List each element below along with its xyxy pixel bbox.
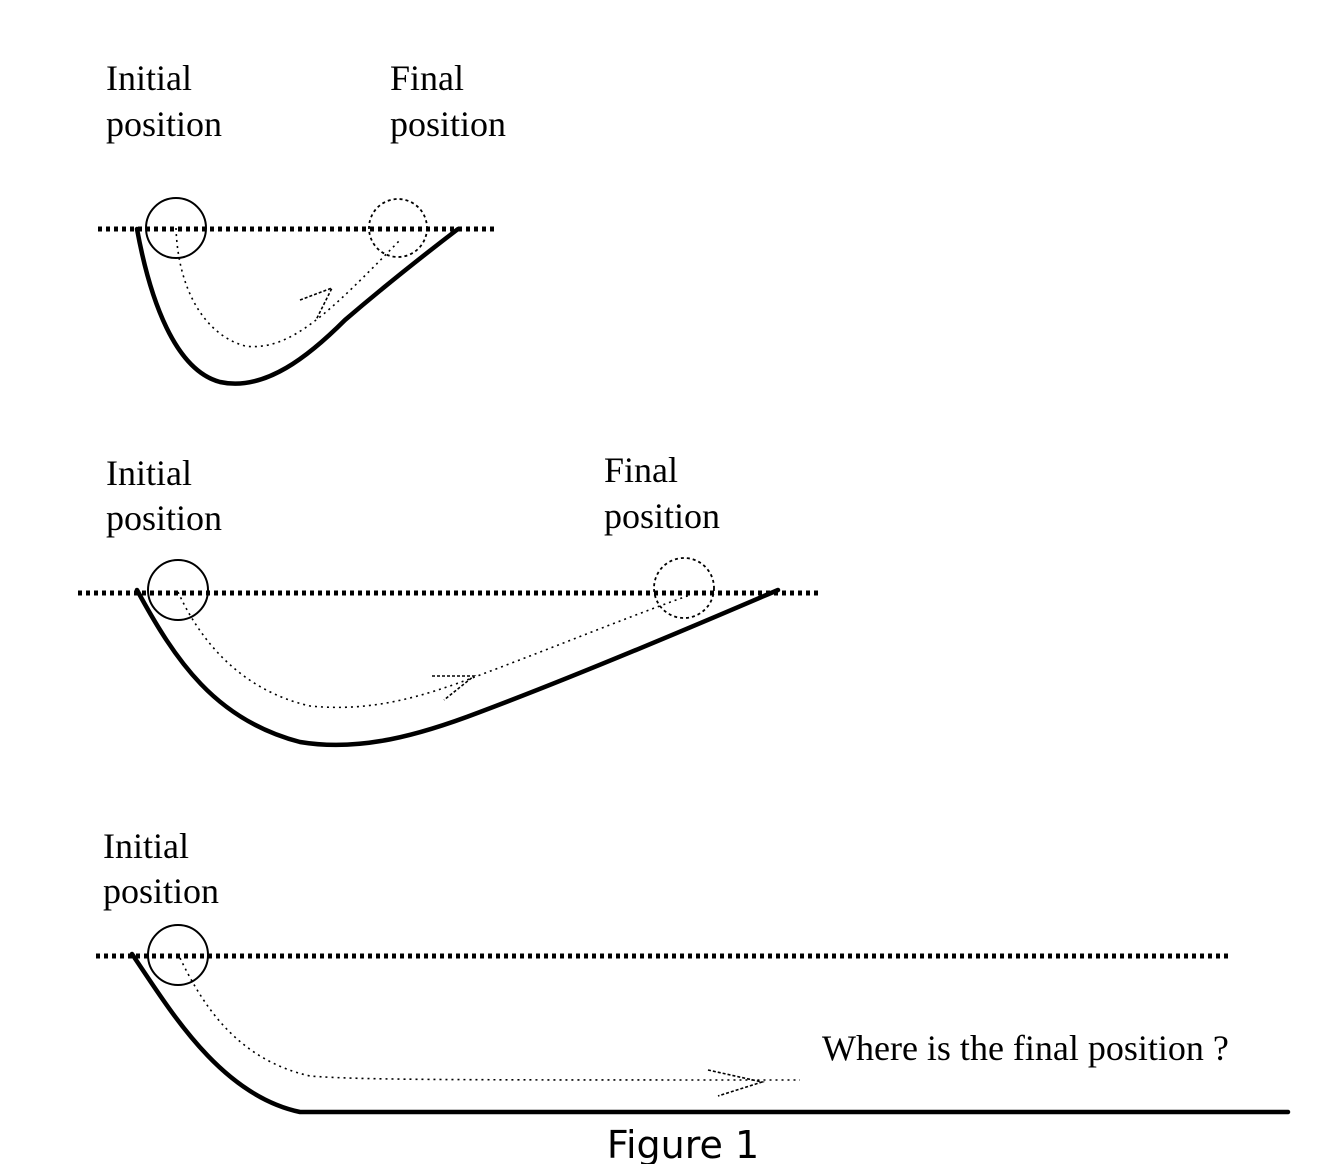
panel-2-initial-label-line-2: position xyxy=(106,498,222,538)
panel-1-final-ball xyxy=(368,198,428,258)
panel-1-final-label-line-1: Final xyxy=(390,58,464,98)
panel-3-initial-ball xyxy=(147,924,209,986)
panel-1-initial-label: Initial position xyxy=(106,58,222,144)
panel-2-final-label-line-2: position xyxy=(604,496,720,536)
panel-3-question-label: Where is the final position ? xyxy=(822,1028,1229,1068)
figure-caption: Figure 1 xyxy=(607,1123,759,1164)
panel-1-final-label-line-2: position xyxy=(390,104,506,144)
panel-2-final-label-line-1: Final xyxy=(604,450,678,490)
panel-2-initial-label: Initial position xyxy=(106,453,222,538)
panel-1-motion-path xyxy=(175,227,401,348)
panel-2-track xyxy=(134,587,781,748)
panel-2-initial-ball xyxy=(147,559,209,621)
panel-1-track xyxy=(134,226,461,386)
panel-3-initial-label: Initial position xyxy=(103,826,219,911)
panel-1: Initial position Final position xyxy=(98,58,506,386)
panel-3-track xyxy=(129,951,1291,1115)
panel-2-direction-arrow xyxy=(432,675,477,701)
panel-3-motion-path xyxy=(179,957,801,1081)
panel-2-initial-label-line-1: Initial xyxy=(106,453,192,493)
panel-1-final-label: Final position xyxy=(390,58,506,144)
panel-3-initial-label-line-1: Initial xyxy=(103,826,189,866)
panel-1-initial-label-line-1: Initial xyxy=(106,58,192,98)
panel-2-final-label: Final position xyxy=(604,450,720,536)
panel-1-direction-arrow xyxy=(299,286,334,321)
panel-2: Initial position Final position xyxy=(78,450,818,748)
panel-2-final-ball xyxy=(653,557,715,619)
panel-3-initial-label-line-2: position xyxy=(103,871,219,911)
panel-3: Initial position Where is the final posi… xyxy=(96,826,1291,1115)
panel-2-motion-path xyxy=(177,591,691,709)
panel-1-initial-ball xyxy=(145,197,207,259)
panel-1-initial-label-line-2: position xyxy=(106,104,222,144)
panel-3-direction-arrow xyxy=(707,1069,766,1097)
